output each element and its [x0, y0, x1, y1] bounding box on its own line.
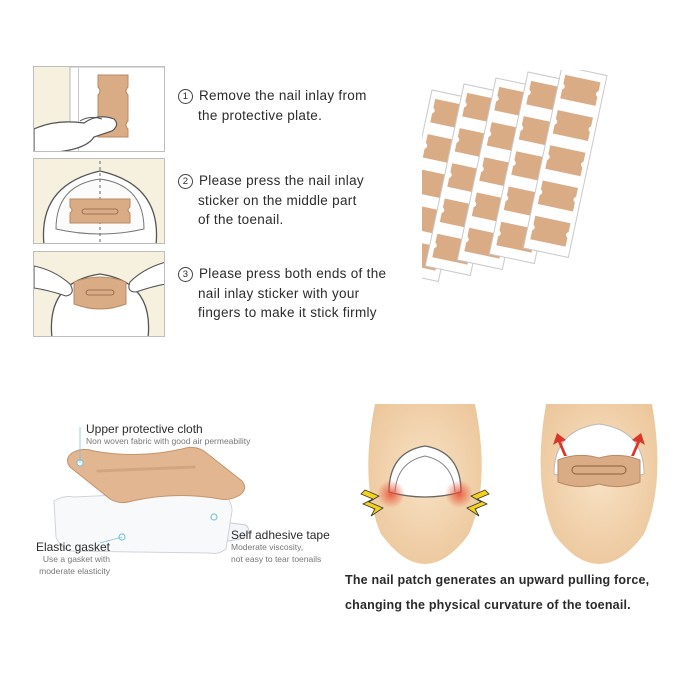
- toe-before-illustration: [360, 404, 490, 564]
- pain-spark-icon: [360, 489, 384, 517]
- step-2-illustration: [33, 158, 165, 244]
- step-3-illustration: [33, 251, 165, 337]
- step-2-line3: of the toenail.: [198, 212, 284, 227]
- upper-cloth-title: Upper protective cloth: [86, 422, 203, 436]
- step-number: 2: [178, 174, 193, 189]
- step-2-line1: Please press the nail inlay: [199, 173, 364, 188]
- toe-after-illustration: [540, 404, 658, 564]
- step-1-illustration: [33, 66, 165, 152]
- adhesive-tape-desc-1: Moderate viscosity,: [231, 542, 304, 552]
- elastic-gasket-title: Elastic gasket: [35, 540, 110, 554]
- elastic-gasket-label: Elastic gasket Use a gasket with moderat…: [6, 540, 110, 577]
- caption-line-2: changing the physical curvature of the t…: [345, 598, 631, 612]
- adhesive-tape-shape: [53, 490, 233, 554]
- upper-cloth-shape: [66, 446, 246, 504]
- step-3-line1: Please press both ends of the: [199, 266, 387, 281]
- step-2-line2: sticker on the middle part: [198, 192, 357, 208]
- adhesive-tape-desc-2: not easy to tear toenails: [231, 553, 322, 564]
- adhesive-tape-label: Self adhesive tape Moderate viscosity, n…: [231, 528, 330, 565]
- step-2-text: 2 Please press the nail inlay sticker on …: [178, 171, 428, 230]
- step-1-line2: the protective plate.: [198, 107, 323, 123]
- patch-strips-illustration: [422, 70, 608, 282]
- step-3-text: 3 Please press both ends of the nail inla…: [178, 264, 428, 323]
- step-3-line3: fingers to make it stick firmly: [198, 305, 377, 320]
- upper-cloth-desc: Non woven fabric with good air permeabil…: [86, 436, 251, 446]
- adhesive-tape-title: Self adhesive tape: [231, 528, 330, 542]
- upward-arrow-icon: [553, 433, 567, 456]
- upper-cloth-label: Upper protective cloth Non woven fabric …: [86, 422, 250, 448]
- step-number: 3: [178, 267, 193, 282]
- pain-spark-icon: [466, 489, 490, 517]
- upward-arrow-icon: [631, 433, 645, 456]
- step-3-line2: nail inlay sticker with your: [198, 285, 360, 301]
- step-1-text: 1 Remove the nail inlay from the protecti…: [178, 86, 428, 125]
- elastic-gasket-desc-2: moderate elasticity: [39, 565, 110, 576]
- elastic-gasket-desc-1: Use a gasket with: [42, 554, 110, 564]
- step-number: 1: [178, 89, 193, 104]
- step-1-line1: Remove the nail inlay from: [199, 88, 367, 103]
- caption-line-1: The nail patch generates an upward pulli…: [345, 573, 650, 587]
- patch-layers-diagram: [53, 427, 250, 554]
- effect-caption: The nail patch generates an upward pulli…: [345, 568, 675, 618]
